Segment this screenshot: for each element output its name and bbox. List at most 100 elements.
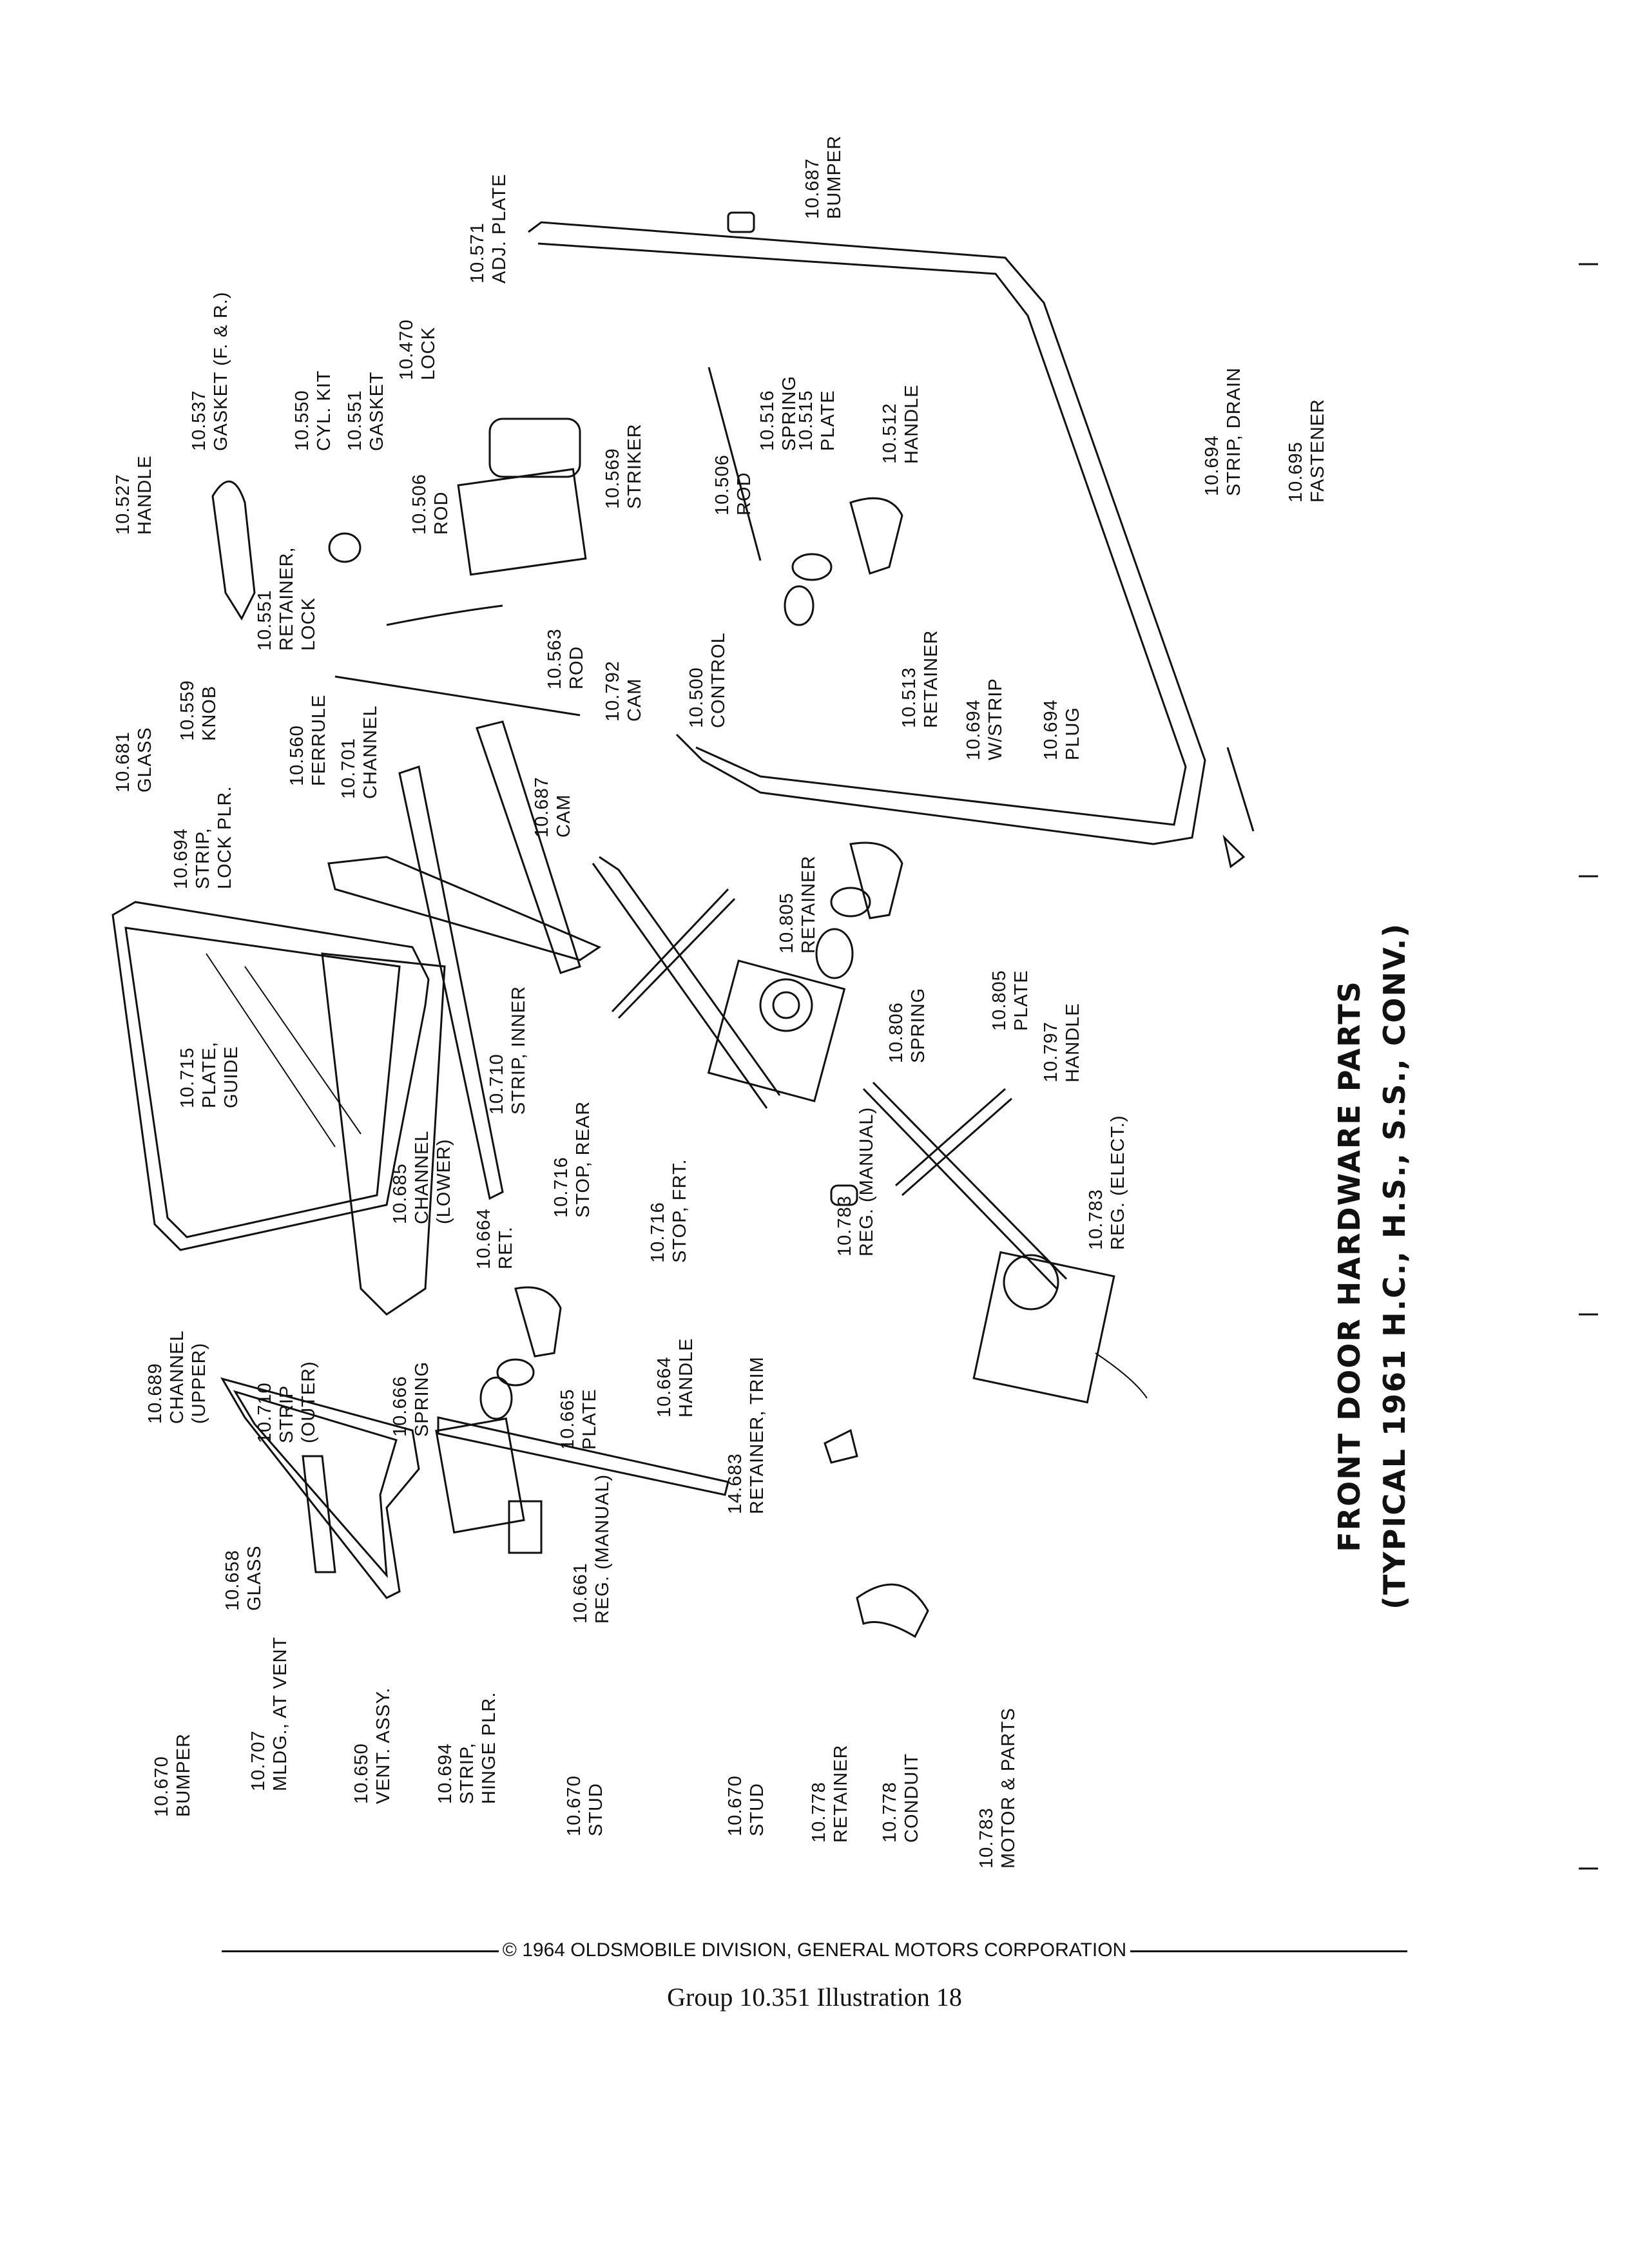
callout-number: 10.783 bbox=[1086, 1189, 1106, 1250]
callout-name: PLUG bbox=[1063, 707, 1083, 760]
callout-name: CAM bbox=[554, 794, 574, 838]
callout-number: 10.661 bbox=[570, 1562, 591, 1624]
inner-strip bbox=[398, 765, 504, 1200]
lower-channel bbox=[321, 952, 446, 1316]
callout-name: RETAINER bbox=[921, 630, 941, 728]
callout-number: 10.694 bbox=[1202, 435, 1222, 496]
springs-plates bbox=[328, 532, 871, 1420]
callout-number: 10.778 bbox=[880, 1782, 900, 1843]
callout-name: GLASS bbox=[244, 1545, 265, 1611]
callout-name: CHANNEL bbox=[412, 1130, 432, 1224]
callout-name: REG. (ELECT.) bbox=[1108, 1115, 1128, 1250]
callout-number: 10.695 bbox=[1286, 441, 1306, 503]
callout-number: 10.805 bbox=[776, 892, 797, 954]
callout-number: 10.559 bbox=[177, 680, 198, 741]
callout-number: 10.792 bbox=[602, 660, 623, 722]
callout-number: 10.658 bbox=[222, 1550, 243, 1611]
callout-name: RETAINER bbox=[831, 1745, 851, 1843]
callout-number: 10.666 bbox=[390, 1376, 410, 1437]
callout-number: 10.701 bbox=[338, 738, 359, 799]
callout-name: (OUTER) bbox=[298, 1361, 319, 1443]
callout-name: STOP, REAR bbox=[573, 1101, 593, 1218]
callout-number: 10.515 bbox=[796, 390, 816, 451]
footer-rule-left bbox=[221, 1950, 499, 1952]
callout-name: FASTENER bbox=[1307, 399, 1328, 503]
callout-number: 10.506 bbox=[409, 474, 430, 535]
callout-name: HANDLE bbox=[901, 384, 922, 464]
callout-number: 10.797 bbox=[1041, 1021, 1061, 1082]
callout-number: 10.694 bbox=[435, 1743, 456, 1804]
callout-name: CONDUIT bbox=[901, 1753, 922, 1843]
callout-number: 10.778 bbox=[809, 1782, 829, 1843]
callout-name: PLATE bbox=[579, 1389, 600, 1450]
callout-name: STUD bbox=[586, 1783, 606, 1836]
callout-number: 10.516 bbox=[757, 390, 778, 451]
callout-name: GASKET (F. & R.) bbox=[211, 291, 231, 451]
callout-number: 10.689 bbox=[145, 1363, 166, 1424]
callout-name: KNOB bbox=[199, 686, 220, 741]
callout-name: W/STRIP bbox=[985, 678, 1006, 760]
callout-name: STRIP bbox=[276, 1385, 297, 1443]
callout-name: VENT. ASSY. bbox=[373, 1687, 394, 1804]
callout-name: STOP, FRT. bbox=[670, 1159, 690, 1264]
callout-number: 10.569 bbox=[602, 448, 623, 509]
callout-number: 10.563 bbox=[545, 628, 565, 689]
callout-name: GLASS bbox=[135, 727, 155, 793]
callout-number: 10.694 bbox=[171, 828, 191, 889]
callout-name: ROD bbox=[734, 472, 755, 515]
door-glass-main bbox=[111, 901, 430, 1251]
callout-name: ROD bbox=[566, 646, 587, 689]
callout-number: 10.694 bbox=[963, 699, 984, 760]
callout-name: MLDG., AT VENT bbox=[270, 1637, 291, 1791]
callout-name: SPRING bbox=[908, 988, 929, 1063]
callout-name: HANDLE bbox=[135, 455, 155, 535]
callout-number: 10.710 bbox=[487, 1053, 507, 1115]
callout-name: STRIP, bbox=[193, 827, 213, 889]
callout-number: 10.806 bbox=[886, 1002, 907, 1063]
cam-channel bbox=[327, 720, 602, 974]
callout-number: 10.716 bbox=[648, 1202, 668, 1263]
rods bbox=[334, 367, 762, 716]
callout-name: RETAINER, bbox=[276, 546, 297, 651]
callout-number: 10.665 bbox=[557, 1389, 578, 1450]
vent-assembly bbox=[220, 1377, 729, 1599]
callout-name: GUIDE bbox=[221, 1046, 242, 1108]
callout-number: 10.715 bbox=[177, 1047, 198, 1108]
callout-name: SPRING bbox=[779, 376, 800, 451]
callout-name: LOCK PLR. bbox=[215, 786, 235, 890]
callout-number: 10.670 bbox=[151, 1756, 172, 1817]
callout-number: 10.500 bbox=[686, 667, 707, 728]
handle-outside bbox=[211, 481, 256, 621]
copyright-line: © 1964 OLDSMOBILE DIVISION, GENERAL MOTO… bbox=[0, 1939, 1629, 1961]
callout-name: RET. bbox=[496, 1226, 516, 1269]
callout-number: 10.571 bbox=[467, 222, 488, 284]
window-handles bbox=[514, 497, 903, 1358]
callout-number: 10.670 bbox=[725, 1775, 746, 1836]
callout-number: 10.687 bbox=[802, 158, 823, 219]
callout-number: 10.506 bbox=[712, 454, 733, 515]
callout-number: 10.681 bbox=[113, 731, 133, 793]
callout-name: CHANNEL bbox=[167, 1330, 188, 1424]
callout-number: 10.783 bbox=[976, 1807, 997, 1869]
